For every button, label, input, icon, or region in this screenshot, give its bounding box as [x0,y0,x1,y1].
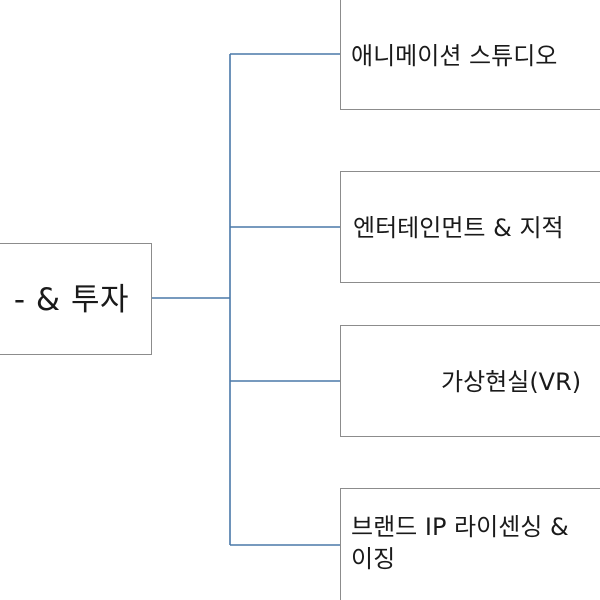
child-node-brand-ip-licensing: 브랜드 IP 라이센싱 & 이징 [340,488,600,600]
child-node-virtual-reality: 가상현실(VR) [340,325,600,437]
child-node-label: 브랜드 IP 라이센싱 & 이징 [351,513,569,573]
root-node: - & 투자 [0,243,152,355]
root-node-label: - & 투자 [13,282,129,318]
child-node-label: 엔터테인먼트 & 지적 [353,214,564,242]
child-node-label: 애니메이션 스튜디오 [351,42,558,70]
child-node-animation-studio: 애니메이션 스튜디오 [340,0,600,110]
child-node-label: 가상현실(VR) [441,368,582,396]
child-node-entertainment: 엔터테인먼트 & 지적 [340,171,600,283]
